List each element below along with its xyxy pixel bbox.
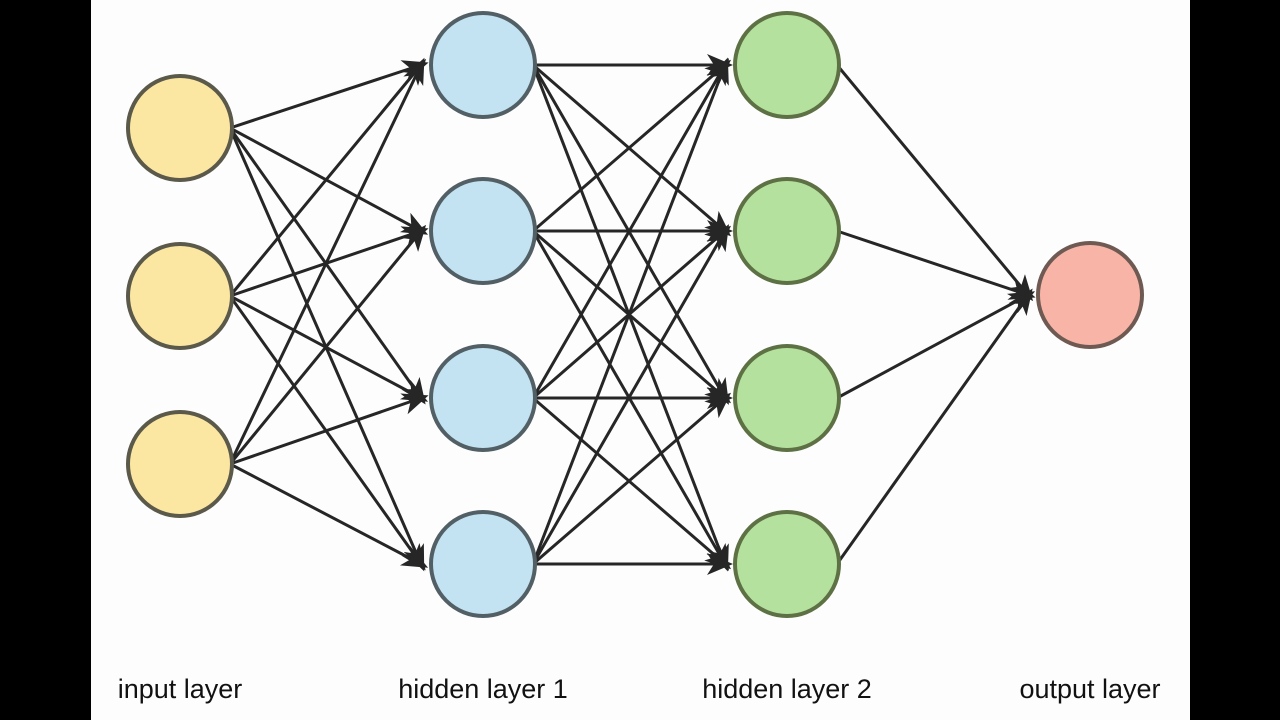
node-hidden1-4 [429,510,537,618]
edge-hidden1-to-hidden2 [531,57,729,565]
edge-input-to-hidden1 [229,462,429,568]
edge-input-to-hidden1 [228,57,425,465]
edge-hidden2-to-output [836,229,1036,300]
letterbox-left-bar [0,0,91,720]
letterbox-right-bar [1190,0,1280,720]
edge-input-to-hidden1 [229,60,429,130]
layer-labels: input layer hidden layer 1 hidden layer … [118,674,1161,704]
node-hidden1-3 [429,344,537,452]
edge-lines [228,54,1036,575]
edge-hidden2-to-output [835,288,1033,565]
node-hidden2-3 [733,344,841,452]
node-input-2 [126,242,234,350]
edge-input-to-hidden1 [228,224,427,465]
label-hidden-layer-2: hidden layer 2 [702,674,872,704]
neuron-nodes [126,11,1144,618]
node-output-1 [1036,241,1144,349]
node-input-1 [126,74,234,182]
edge-hidden2-to-output [835,64,1034,302]
edge-hidden1-to-hidden2 [532,392,732,566]
node-input-3 [126,410,234,518]
node-hidden1-2 [429,177,537,285]
node-hidden1-1 [429,11,537,119]
node-hidden2-2 [733,177,841,285]
label-output-layer: output layer [1019,674,1160,704]
edge-hidden1-to-hidden2 [531,224,729,565]
label-input-layer: input layer [118,674,243,704]
edge-hidden1-to-hidden2 [532,59,732,233]
label-hidden-layer-1: hidden layer 1 [398,674,568,704]
node-hidden2-1 [733,11,841,119]
node-hidden2-4 [733,510,841,618]
edge-input-to-hidden1 [229,393,429,466]
edge-hidden1-to-hidden2 [531,58,729,399]
edge-hidden2-to-output [836,291,1036,400]
edge-input-to-hidden1 [228,58,427,297]
